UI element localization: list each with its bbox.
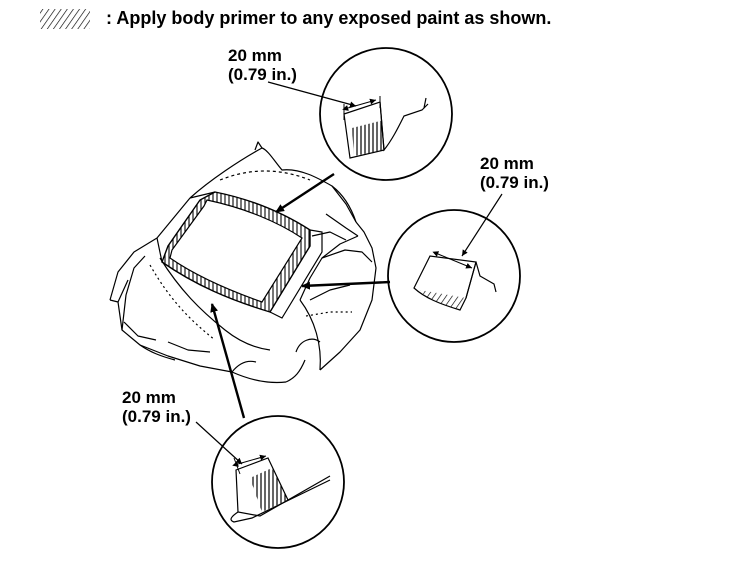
- callout-circle-bottom: [211, 415, 345, 549]
- callout-top-metric: 20 mm: [228, 46, 282, 65]
- windshield-frame: [156, 191, 323, 319]
- callout-right-metric: 20 mm: [480, 154, 534, 173]
- callout-top-imperial: (0.79 in.): [228, 65, 297, 84]
- callout-circle-top: [319, 47, 453, 181]
- callout-right-imperial: (0.79 in.): [480, 173, 549, 192]
- pointer-arrows: [195, 81, 503, 465]
- callout-label-top: 20 mm (0.79 in.): [228, 46, 297, 84]
- callout-label-right: 20 mm (0.79 in.): [480, 154, 549, 192]
- legend-text: : Apply body primer to any exposed paint…: [106, 8, 552, 28]
- callout-bottom-metric: 20 mm: [122, 388, 176, 407]
- hatch-swatch-icon: [40, 9, 90, 29]
- car-body: [109, 141, 377, 384]
- callout-circle-right: [387, 209, 521, 343]
- callout-label-bottom: 20 mm (0.79 in.): [122, 388, 191, 426]
- callout-bottom-imperial: (0.79 in.): [122, 407, 191, 426]
